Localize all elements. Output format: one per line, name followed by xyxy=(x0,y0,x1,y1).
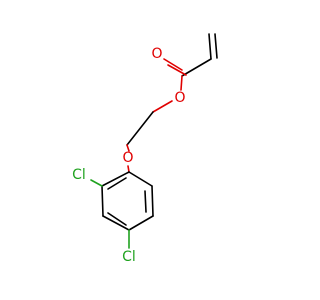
carbonyl-double-bond-line-2 xyxy=(167,64,187,76)
benzene-inner-double-bond-1 xyxy=(144,190,147,213)
ether-methylene-oxygen-bond xyxy=(126,144,130,152)
ortho-chlorine-label: Cl xyxy=(72,167,86,183)
atom-labels: O O O Cl Cl xyxy=(72,46,185,265)
ether-oxygen-aryl-bond xyxy=(127,165,130,173)
benzene-bond-2 xyxy=(151,185,154,217)
ester-carbon-oxygen-bond xyxy=(180,75,183,91)
carbonyl-oxygen-label: O xyxy=(151,46,162,62)
carbonyl-double-bond-line-1 xyxy=(163,58,183,71)
benzene-bond-1 xyxy=(128,171,153,187)
benzene-bond-4 xyxy=(102,215,130,231)
vinyl-single-bond xyxy=(181,58,212,77)
vinyl-double-bond-line-2 xyxy=(214,33,218,59)
ortho-chlorine-bond xyxy=(90,179,103,187)
benzene-inner-double-bond-2 xyxy=(107,212,127,226)
benzene-bond-3 xyxy=(128,215,154,231)
para-chlorine-label: Cl xyxy=(122,249,136,265)
benzene-inner-double-bond-3 xyxy=(107,177,127,190)
benzene-bond-5 xyxy=(101,185,104,217)
bonds xyxy=(90,33,218,249)
ester-oxygen-label: O xyxy=(174,90,185,106)
chemical-structure-diagram: O O O Cl Cl xyxy=(72,33,218,265)
ether-oxygen-label: O xyxy=(122,150,133,166)
ester-oxygen-methylene-bond xyxy=(152,100,173,113)
ethylene-bond xyxy=(126,111,154,146)
benzene-bond-6 xyxy=(101,171,130,187)
vinyl-double-bond-line-1 xyxy=(208,33,212,60)
